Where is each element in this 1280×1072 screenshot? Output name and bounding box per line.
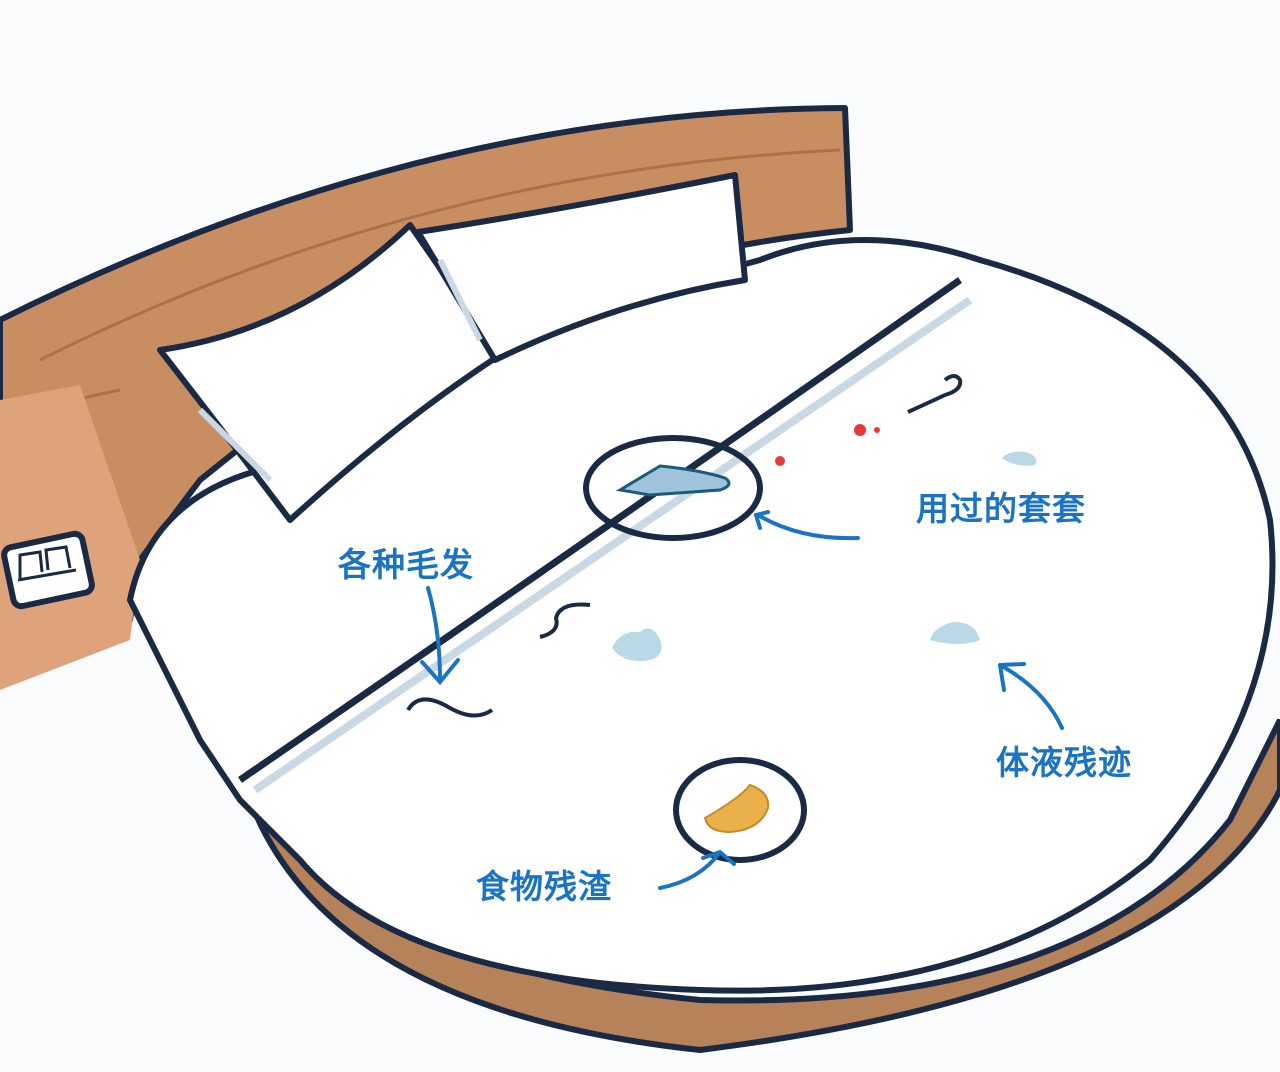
pillows — [157, 172, 748, 523]
hair-icon — [539, 602, 591, 639]
blood-stain — [775, 456, 785, 466]
food-crumb-icon — [703, 783, 770, 834]
arrow-condom — [753, 510, 860, 541]
blood-stain — [854, 424, 866, 436]
annotation-food: 食物残渣 — [476, 867, 612, 906]
fluid-stain — [1002, 451, 1037, 466]
blood-stain — [874, 427, 880, 433]
annotation-condom: 用过的套套 — [916, 489, 1086, 528]
hair-icon — [406, 697, 494, 718]
condom-highlight-circle — [583, 435, 763, 541]
hair-icon — [907, 374, 963, 414]
arrow-food — [658, 849, 736, 890]
light-switch-icon — [1, 530, 95, 610]
fluid-stain — [930, 622, 980, 644]
side-panel — [0, 385, 140, 690]
fluid-stain — [612, 628, 662, 662]
condom-icon — [615, 464, 731, 497]
food-highlight-circle — [673, 757, 807, 863]
arrow-hair — [420, 586, 460, 686]
arrow-fluid — [998, 662, 1064, 730]
annotation-arrows — [420, 510, 1064, 890]
annotation-fluid: 体液残迹 — [996, 743, 1132, 782]
annotation-hair: 各种毛发 — [338, 545, 474, 584]
